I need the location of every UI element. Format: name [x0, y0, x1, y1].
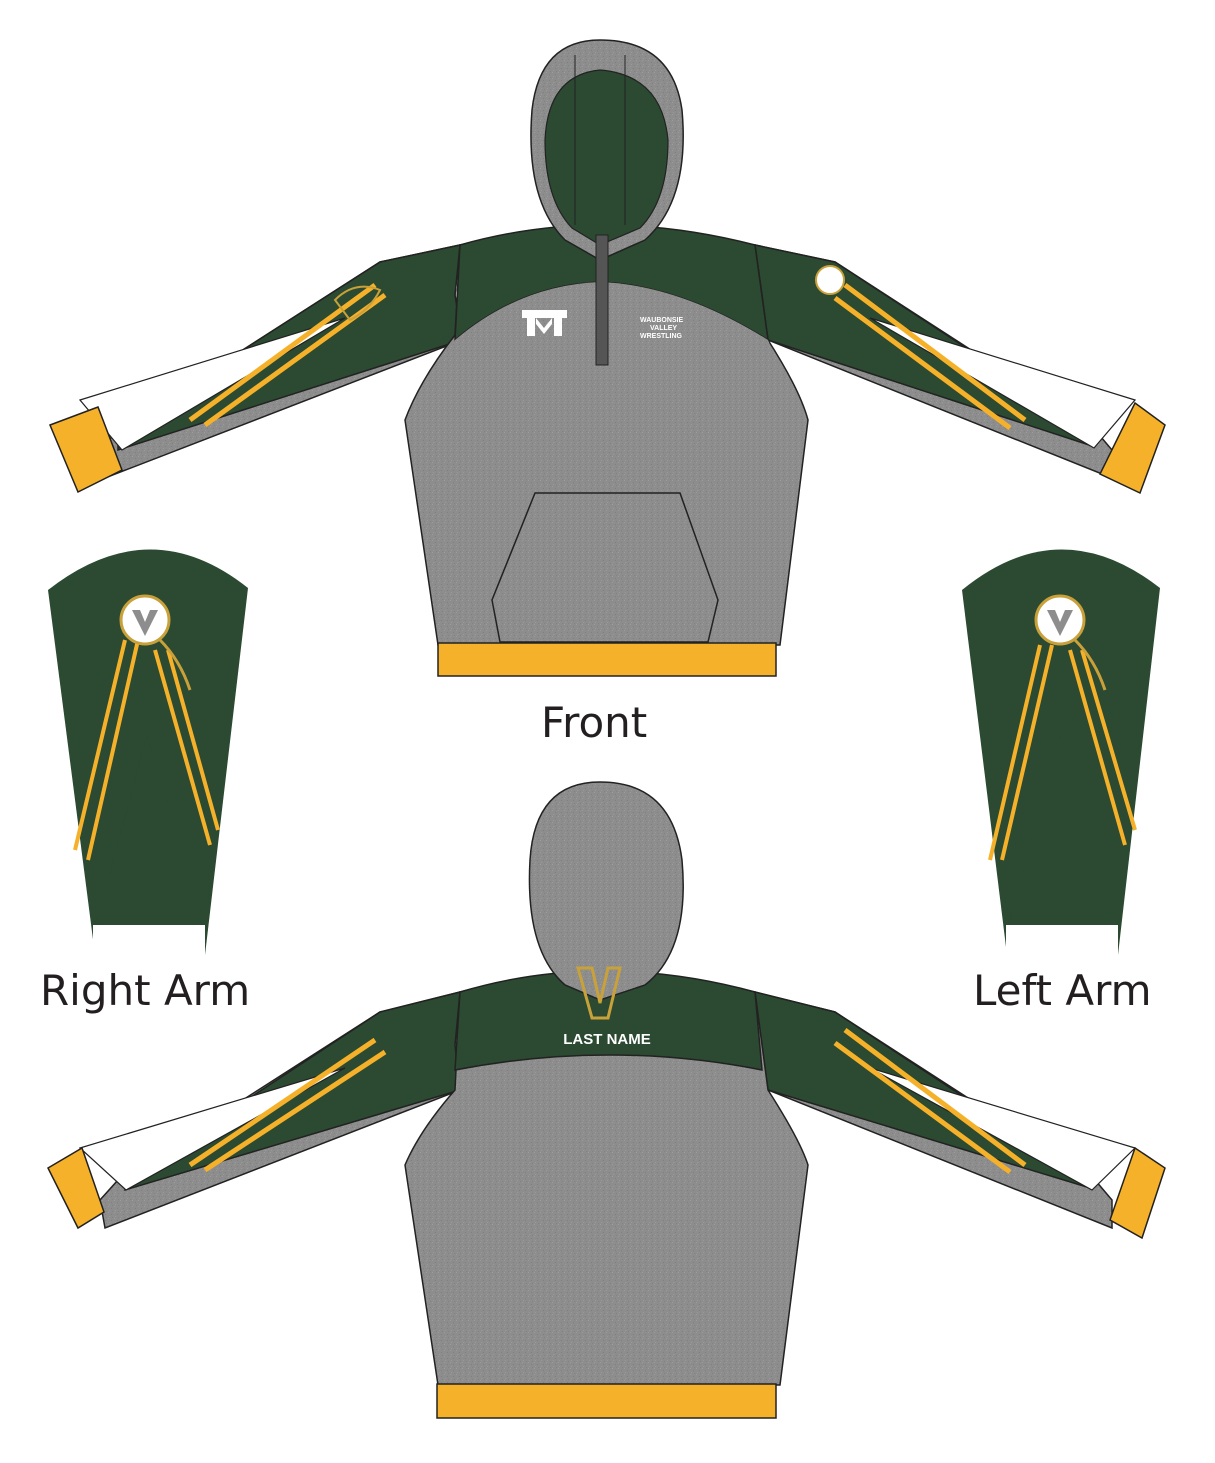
- crest-v-mark: [1047, 610, 1073, 636]
- left-arm-stripe-4: [1080, 649, 1137, 831]
- chest-print-line2: VALLEY: [650, 325, 677, 332]
- front-view: WAUBONSIE VALLEY WRESTLING: [49, 39, 1166, 677]
- right-arm-stripe-3: [153, 649, 212, 846]
- back-hood: [528, 781, 684, 1001]
- team-w-logo-icon: [576, 966, 622, 1020]
- label-right-arm: Right Arm: [40, 966, 251, 1015]
- right-arm-stripe-1: [73, 639, 127, 851]
- brand-monogram-icon: [522, 310, 567, 336]
- front-right-sleeve: [49, 244, 463, 494]
- right-arm-stripe-2: [86, 639, 140, 861]
- feather-icon: [158, 638, 192, 691]
- team-v-crest-icon: [1034, 594, 1086, 646]
- team-v-crest-icon: [815, 265, 845, 295]
- front-waistband: [437, 642, 777, 677]
- label-left-arm: Left Arm: [973, 966, 1152, 1015]
- left-arm-stripe-1: [988, 644, 1042, 861]
- back-view: LAST NAME: [47, 781, 1166, 1419]
- front-kangaroo-pocket: [491, 492, 719, 643]
- back-right-stripe-1: [188, 1037, 377, 1168]
- back-left-cuff: [1109, 1146, 1166, 1240]
- left-arm-stripe-2: [1000, 644, 1054, 861]
- feather-icon: [1073, 638, 1107, 691]
- front-zipper: [595, 234, 609, 366]
- back-waistband: [436, 1383, 777, 1419]
- right-arm-inner-v: [97, 735, 205, 925]
- front-right-stripe-1: [188, 282, 377, 423]
- back-right-sleeve-white: [78, 1067, 346, 1191]
- back-left-stripe-2: [833, 1040, 1012, 1175]
- right-arm-white-cuff: [93, 925, 205, 955]
- back-left-sleeve: [754, 991, 1166, 1240]
- left-arm-white-cuff: [1006, 925, 1118, 955]
- back-right-cuff: [47, 1146, 105, 1230]
- left-arm-stripe-3: [1068, 649, 1127, 846]
- back-right-sleeve: [47, 991, 461, 1230]
- label-front: Front: [541, 698, 648, 747]
- back-left-stripe-1: [843, 1028, 1027, 1167]
- back-name-print: LAST NAME: [563, 1031, 651, 1048]
- left-arm-panel: [962, 549, 1160, 955]
- front-right-cuff: [49, 406, 123, 494]
- front-left-stripe-1: [843, 283, 1027, 422]
- team-v-crest-icon: [119, 594, 171, 646]
- right-arm-panel: [48, 549, 248, 955]
- chest-print-line3: WRESTLING: [640, 333, 683, 340]
- back-right-stripe-2: [203, 1049, 387, 1173]
- crest-v-mark: [132, 610, 158, 636]
- feather-icon: [333, 285, 382, 322]
- front-left-stripe-2: [833, 295, 1012, 431]
- right-arm-stripe-4: [166, 649, 220, 831]
- front-left-cuff: [1098, 401, 1166, 495]
- left-arm-inner-v: [1008, 735, 1118, 925]
- front-left-sleeve: [754, 244, 1166, 495]
- chest-print-line1: WAUBONSIE: [640, 317, 684, 324]
